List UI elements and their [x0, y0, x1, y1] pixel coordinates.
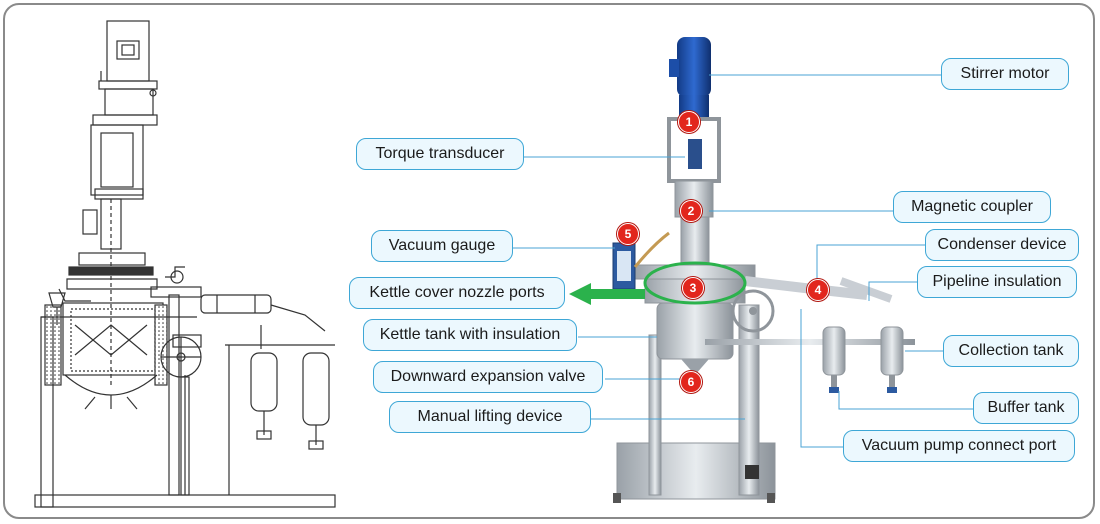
label-torque-transducer: Torque transducer [356, 138, 524, 170]
badge-1: 1 [678, 111, 700, 133]
badge-6: 6 [680, 371, 702, 393]
label-condenser-device: Condenser device [925, 229, 1079, 261]
label-buffer-tank: Buffer tank [973, 392, 1079, 424]
label-kettle-cover-nozzle-ports: Kettle cover nozzle ports [349, 277, 565, 309]
label-stirrer-motor: Stirrer motor [941, 58, 1069, 90]
label-collection-tank: Collection tank [943, 335, 1079, 367]
badge-3: 3 [682, 277, 704, 299]
leader-lines [513, 74, 977, 448]
green-left-arrow-icon [569, 283, 645, 305]
label-pipeline-insulation: Pipeline insulation [917, 266, 1077, 298]
badge-5: 5 [617, 223, 639, 245]
badge-2: 2 [680, 200, 702, 222]
label-magnetic-coupler: Magnetic coupler [893, 191, 1051, 223]
label-vacuum-pump-connect-port: Vacuum pump connect port [843, 430, 1075, 462]
label-downward-expansion-valve: Downward expansion valve [373, 361, 603, 393]
label-manual-lifting-device: Manual lifting device [389, 401, 591, 433]
cover-highlight-ellipse [643, 261, 747, 305]
label-kettle-tank-with-insulation: Kettle tank with insulation [363, 319, 577, 351]
technical-drawing [34, 20, 336, 508]
diagram-frame: 1 2 3 4 5 6 Stirrer motor Torque transdu… [3, 3, 1095, 519]
label-vacuum-gauge: Vacuum gauge [371, 230, 513, 262]
badge-4: 4 [807, 279, 829, 301]
